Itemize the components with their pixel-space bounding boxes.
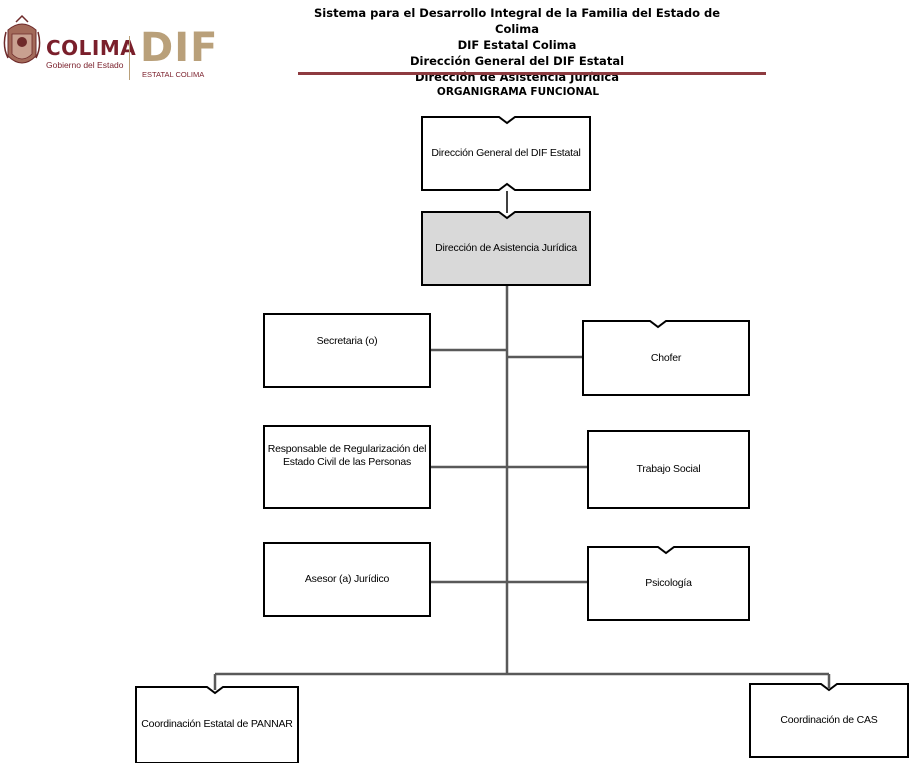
- box-label: Dirección General del DIF Estatal: [431, 147, 581, 159]
- box-label: Psicología: [645, 577, 692, 589]
- box-trabajo-social: Trabajo Social: [587, 430, 750, 509]
- box-label: Responsable de Regularización del Estado…: [267, 443, 427, 468]
- box-pannar: Coordinación Estatal de PANNAR: [135, 686, 299, 763]
- box-shape: [749, 683, 909, 758]
- box-shape: [135, 686, 299, 763]
- box-secretaria: Secretaria (o): [263, 313, 431, 388]
- box-shape: [263, 425, 431, 509]
- box-label: Coordinación de CAS: [780, 714, 878, 726]
- box-label: Asesor (a) Jurídico: [304, 573, 390, 585]
- box-label: Dirección de Asistencia Jurídica: [435, 242, 577, 254]
- header-line-3: Dirección General del DIF Estatal: [409, 54, 625, 68]
- logo-area: COLIMA Gobierno del Estado DIF ESTATAL C…: [0, 8, 219, 80]
- colima-logo-text: COLIMA: [46, 36, 137, 60]
- box-shape: [582, 320, 750, 396]
- box-direccion-asistencia: Dirección de Asistencia Jurídica: [421, 211, 591, 286]
- box-cas: Coordinación de CAS: [749, 683, 909, 758]
- gobierno-logo-text: Gobierno del Estado: [46, 60, 124, 70]
- box-label: Chofer: [650, 351, 682, 364]
- box-shape: [421, 211, 591, 286]
- dif-logo-text: DIF: [140, 25, 219, 71]
- box-psicologia: Psicología: [587, 546, 750, 621]
- box-chofer: Chofer: [582, 320, 750, 396]
- header-rule: [298, 72, 766, 75]
- box-shape: [587, 430, 750, 509]
- colima-seal-icon: [3, 14, 41, 64]
- dif-logo-subtitle: ESTATAL COLIMA: [142, 70, 205, 79]
- box-label: Trabajo Social: [636, 463, 701, 475]
- box-shape: [421, 116, 591, 191]
- box-responsable: Responsable de Regularización del Estado…: [263, 425, 431, 509]
- box-shape: [263, 313, 431, 388]
- box-shape: [587, 546, 750, 621]
- box-shape: [263, 542, 431, 617]
- box-label: Coordinación Estatal de PANNAR: [141, 718, 293, 730]
- box-asesor: Asesor (a) Jurídico: [263, 542, 431, 617]
- box-label: Secretaria (o): [316, 335, 378, 347]
- header-line-2: DIF Estatal Colima: [457, 38, 577, 52]
- logo-divider: [129, 36, 130, 80]
- box-direccion-general: Dirección General del DIF Estatal: [421, 116, 591, 191]
- org-chart-title: ORGANIGRAMA FUNCIONAL: [436, 86, 600, 98]
- header-line-1: Sistema para el Desarrollo Integral de l…: [314, 6, 720, 36]
